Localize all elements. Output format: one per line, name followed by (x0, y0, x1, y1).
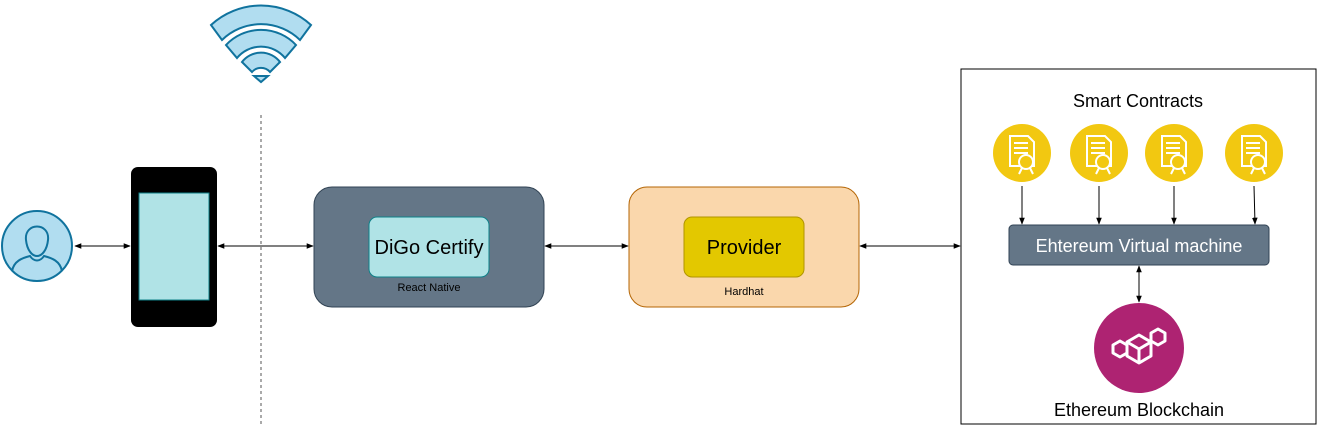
blockchain-label: Ethereum Blockchain (1054, 400, 1224, 420)
certificate-icon (993, 124, 1051, 182)
react-native-box: DiGo Certify React Native (313, 186, 545, 308)
ethereum-panel: Smart Contracts Ehtereum Virtual machine… (960, 68, 1317, 425)
certificate-icon (1070, 124, 1128, 182)
user-avatar-icon (1, 210, 73, 282)
hardhat-box: Provider Hardhat (628, 186, 860, 308)
smart-contracts-group (993, 124, 1283, 182)
certificate-icon (1225, 124, 1283, 182)
blockchain-cubes-icon (1094, 303, 1184, 393)
contract-evm-arrow (1252, 185, 1258, 225)
smart-contracts-title: Smart Contracts (1073, 91, 1203, 111)
react-native-caption: React Native (398, 282, 461, 294)
hardhat-caption: Hardhat (724, 286, 763, 298)
evm-box (1008, 224, 1270, 266)
certificate-icon (1145, 124, 1203, 182)
contract-evm-connectors (1019, 185, 1258, 225)
provider-box (683, 216, 805, 278)
provider-label: Provider (707, 237, 782, 259)
digo-certify-box (368, 216, 490, 278)
wifi-icon (209, 4, 313, 84)
evm-label: Ehtereum Virtual machine (1036, 236, 1243, 256)
smartphone-icon (131, 167, 217, 327)
digo-certify-label: DiGo Certify (375, 237, 484, 259)
